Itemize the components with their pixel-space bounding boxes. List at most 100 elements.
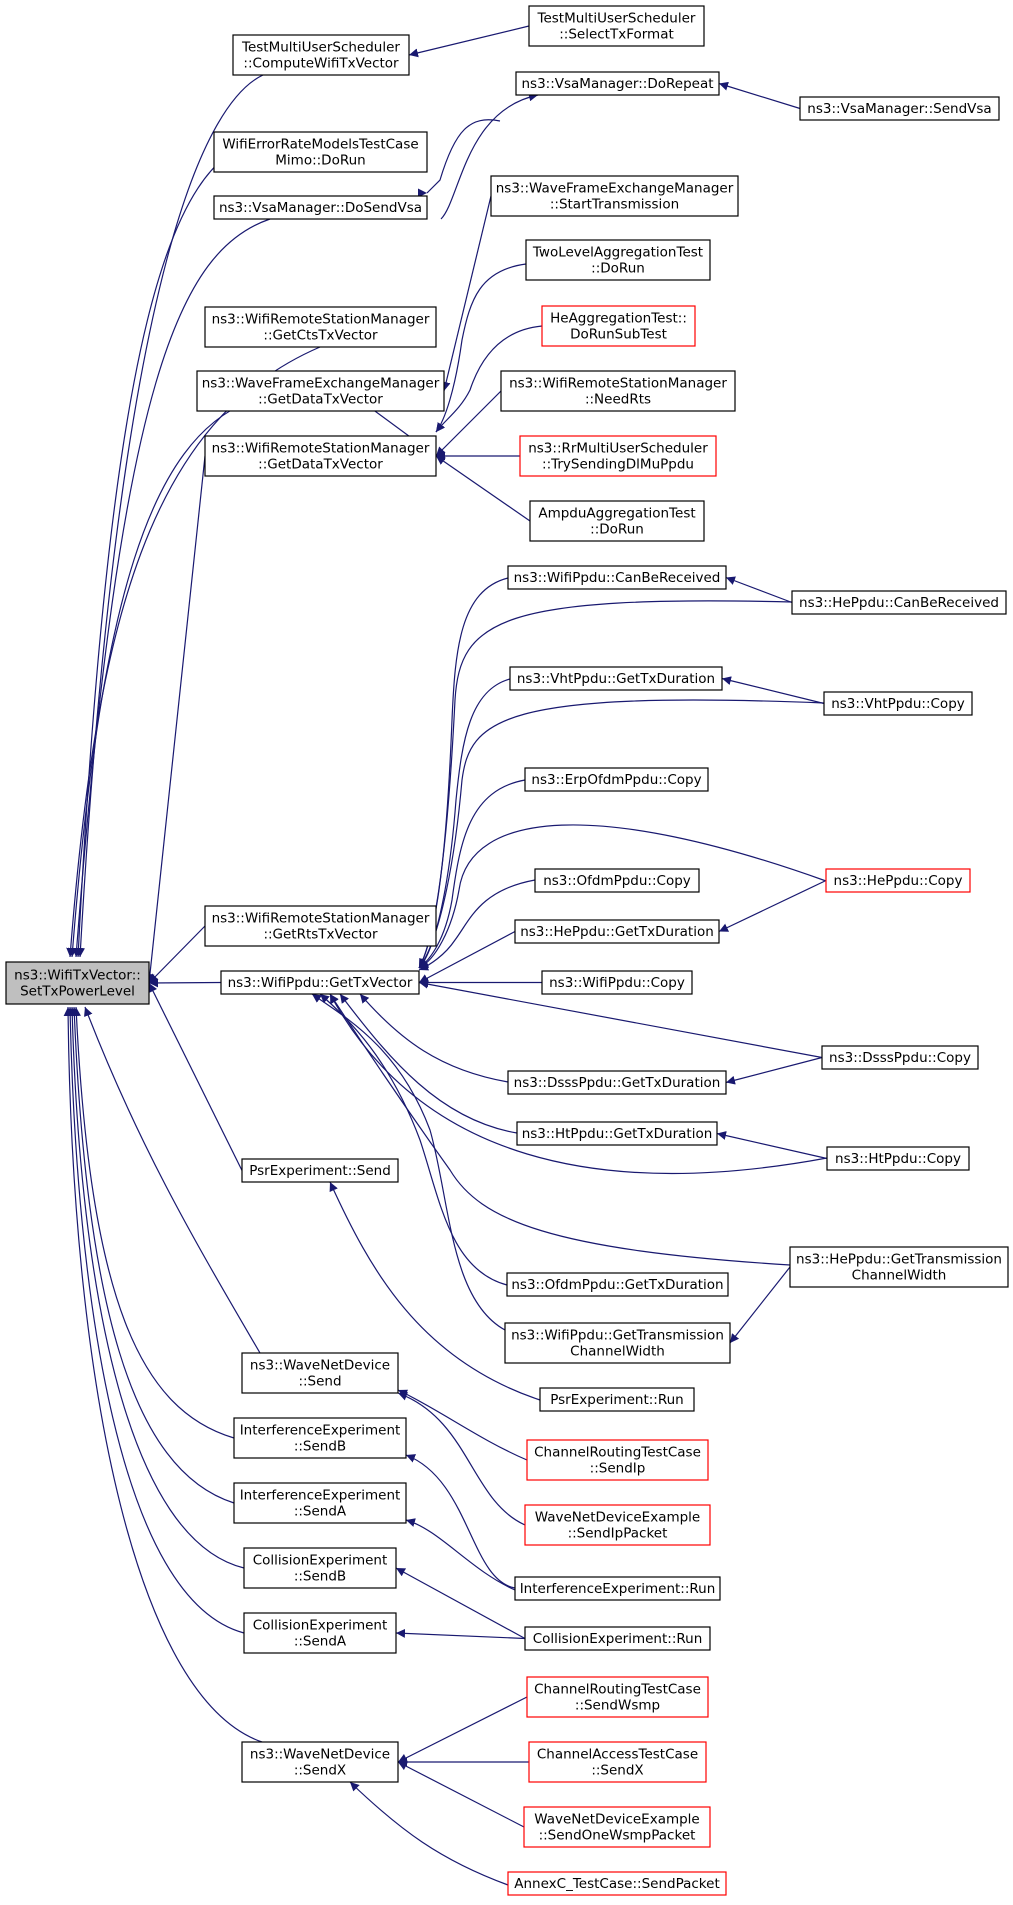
node-label: TestMultiUserScheduler xyxy=(537,11,696,27)
node-hecbr[interactable]: ns3::HePpdu::CanBeReceived xyxy=(791,590,1007,615)
node-crtcwsmp[interactable]: ChannelRoutingTestCase::SendWsmp xyxy=(526,1676,709,1718)
node-label: ::SendB xyxy=(294,1569,346,1585)
node-label: SetTxPowerLevel xyxy=(20,984,135,1000)
node-vhtcopy[interactable]: ns3::VhtPpdu::Copy xyxy=(823,691,973,716)
node-box xyxy=(507,565,727,590)
call-edge-htdur-to-wpgtv xyxy=(339,993,518,1134)
node-cerun[interactable]: CollisionExperiment::Run xyxy=(524,1626,711,1651)
node-box xyxy=(514,919,720,944)
node-iesenda[interactable]: InterferenceExperiment::SendA xyxy=(233,1482,407,1524)
node-erpcopy[interactable]: ns3::ErpOfdmPpdu::Copy xyxy=(524,767,709,792)
node-box xyxy=(241,1741,399,1783)
node-box xyxy=(232,34,410,76)
node-ofdmdur[interactable]: ns3::OfdmPpdu::GetTxDuration xyxy=(506,1272,729,1297)
call-edge-ierun-to-iesendb xyxy=(405,1454,516,1589)
node-tlat[interactable]: TwoLevelAggregationTest::DoRun xyxy=(525,239,711,281)
node-box xyxy=(523,1806,711,1848)
node-label: ns3::WifiRemoteStationManager xyxy=(212,911,430,927)
node-label: ::GetDataTxVector xyxy=(258,457,383,473)
node-hecopy[interactable]: ns3::HePpdu::Copy xyxy=(825,868,971,893)
node-root[interactable]: ns3::WifiTxVector::SetTxPowerLevel xyxy=(5,961,150,1005)
node-wrsmgd[interactable]: ns3::WifiRemoteStationManager::GetDataTx… xyxy=(204,435,437,477)
call-edge-wndesendip-to-wndsend xyxy=(397,1391,526,1526)
node-ampdu[interactable]: AmpduAggregationTest::DoRun xyxy=(529,500,705,542)
node-wfemgd[interactable]: ns3::WaveFrameExchangeManager::GetDataTx… xyxy=(196,370,445,412)
call-edge-wndsendx-to-root xyxy=(63,1006,263,1743)
node-label: ns3::WifiRemoteStationManager xyxy=(212,312,430,328)
node-box xyxy=(243,1612,397,1654)
call-edge-cerun-to-cesendb xyxy=(395,1567,526,1640)
node-dsssdur[interactable]: ns3::DsssPpdu::GetTxDuration xyxy=(507,1070,727,1095)
node-label: ChannelRoutingTestCase xyxy=(534,1682,701,1698)
node-wfemst[interactable]: ns3::WaveFrameExchangeManager::StartTran… xyxy=(490,175,739,217)
call-edge-ierun-to-iesenda xyxy=(405,1518,516,1591)
node-getrts[interactable]: ns3::WifiRemoteStationManager::GetRtsTxV… xyxy=(204,905,437,947)
node-box xyxy=(519,435,717,477)
node-stf[interactable]: TestMultiUserScheduler::SelectTxFormat xyxy=(528,5,705,47)
node-vhtdur[interactable]: ns3::VhtPpdu::GetTxDuration xyxy=(509,666,723,691)
node-wndsendx[interactable]: ns3::WaveNetDevice::SendX xyxy=(241,1741,399,1783)
node-label: ns3::WifiPpdu::GetTransmission xyxy=(511,1328,724,1344)
node-label: DoRunSubTest xyxy=(570,327,667,343)
node-wndesendip[interactable]: WaveNetDeviceExample::SendIpPacket xyxy=(524,1504,711,1546)
node-wpcopy[interactable]: ns3::WifiPpdu::Copy xyxy=(541,970,693,995)
node-ofdmcopy[interactable]: ns3::OfdmPpdu::Copy xyxy=(534,868,700,893)
node-label: ns3::WaveFrameExchangeManager xyxy=(496,181,734,197)
node-sendvsa[interactable]: ns3::VsaManager::SendVsa xyxy=(799,96,1000,121)
node-heagg[interactable]: HeAggregationTest::DoRunSubTest xyxy=(541,305,696,347)
call-edge-hegtcw-to-wpgtcw xyxy=(729,1266,791,1344)
node-wndsend[interactable]: ns3::WaveNetDevice::Send xyxy=(241,1352,399,1394)
node-label: AnnexC_TestCase::SendPacket xyxy=(514,1876,719,1892)
node-cwtv[interactable]: TestMultiUserScheduler::ComputeWifiTxVec… xyxy=(232,34,410,76)
node-label: ::StartTransmission xyxy=(550,197,679,213)
node-box xyxy=(490,175,739,217)
call-edge-hecbr-to-wpgtv xyxy=(418,600,793,969)
call-edge-hecbr-to-wpcbr xyxy=(725,576,793,604)
node-catcsendx[interactable]: ChannelAccessTestCase::SendX xyxy=(528,1741,707,1783)
node-dosend[interactable]: ns3::VsaManager::DoSendVsa xyxy=(213,195,428,220)
node-needrts[interactable]: ns3::WifiRemoteStationManager::NeedRts xyxy=(500,370,736,412)
node-cesenda[interactable]: CollisionExperiment::SendA xyxy=(243,1612,397,1654)
edge-layer xyxy=(63,25,828,1886)
call-edge-crtcsendip-to-wndsend xyxy=(397,1389,528,1461)
node-label: ::SelectTxFormat xyxy=(559,27,674,43)
node-wpgtv[interactable]: ns3::WifiPpdu::GetTxVector xyxy=(220,970,420,995)
call-edge-cerun-to-cesenda xyxy=(395,1628,526,1640)
node-iesendb[interactable]: InterferenceExperiment::SendB xyxy=(233,1417,407,1459)
node-wpcbr[interactable]: ns3::WifiPpdu::CanBeReceived xyxy=(507,565,727,590)
node-dorepeat[interactable]: ns3::VsaManager::DoRepeat xyxy=(515,71,720,96)
node-htcopy[interactable]: ns3::HtPpdu::Copy xyxy=(826,1146,970,1171)
node-getcts[interactable]: ns3::WifiRemoteStationManager::GetCtsTxV… xyxy=(204,306,437,348)
node-box xyxy=(524,1504,711,1546)
node-label: CollisionExperiment::Run xyxy=(533,1631,703,1647)
node-box xyxy=(204,435,437,477)
node-box xyxy=(504,1322,731,1364)
call-edge-hecopy-to-hedur xyxy=(718,879,827,933)
node-wndeonewsmp[interactable]: WaveNetDeviceExample::SendOneWsmpPacket xyxy=(523,1806,711,1848)
node-hedur[interactable]: ns3::HePpdu::GetTxDuration xyxy=(514,919,720,944)
node-label: ns3::OfdmPpdu::Copy xyxy=(543,873,691,889)
node-psrrun[interactable]: PsrExperiment::Run xyxy=(539,1387,695,1412)
node-crtcsendip[interactable]: ChannelRoutingTestCase::SendIp xyxy=(526,1439,709,1481)
call-edge-wrsmgd-to-root xyxy=(145,455,206,984)
node-box xyxy=(243,1547,397,1589)
node-label: ::NeedRts xyxy=(585,392,651,408)
node-ierun[interactable]: InterferenceExperiment::Run xyxy=(514,1576,721,1601)
node-label: ns3::VhtPpdu::GetTxDuration xyxy=(517,671,715,687)
node-wpgtcw[interactable]: ns3::WifiPpdu::GetTransmissionChannelWid… xyxy=(504,1322,731,1364)
node-annexc[interactable]: AnnexC_TestCase::SendPacket xyxy=(507,1871,727,1896)
node-htdur[interactable]: ns3::HtPpdu::GetTxDuration xyxy=(516,1121,718,1146)
node-rrmu[interactable]: ns3::RrMultiUserScheduler::TrySendingDlM… xyxy=(519,435,717,477)
call-edge-stf-to-cwtv xyxy=(408,25,530,58)
node-box xyxy=(516,1121,718,1146)
node-psrsend[interactable]: PsrExperiment::Send xyxy=(241,1158,399,1183)
node-box xyxy=(526,1676,709,1718)
call-edge-vhtcopy-to-vhtdur xyxy=(721,676,825,705)
node-dssscopy[interactable]: ns3::DsssPpdu::Copy xyxy=(821,1045,979,1070)
node-cesendb[interactable]: CollisionExperiment::SendB xyxy=(243,1547,397,1589)
call-edge-cesenda-to-root xyxy=(65,1006,245,1634)
call-edge-sendvsa-to-dorepeat xyxy=(718,81,801,110)
